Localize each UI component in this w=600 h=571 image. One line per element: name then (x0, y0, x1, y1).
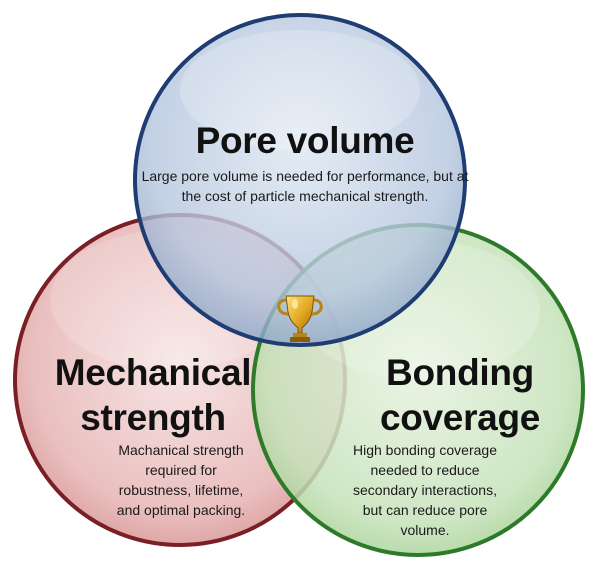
bonding-coverage-title-line: Bonding (386, 352, 534, 393)
description-line: required for (145, 462, 217, 478)
description-line: robustness, lifetime, (118, 482, 244, 498)
mechanical-strength-title-line: Mechanical (54, 352, 252, 393)
bonding-coverage-description: High bonding coverage needed to reduce s… (330, 440, 520, 540)
mechanical-strength-title-line: strength (80, 397, 226, 438)
mechanical-strength-title: Mechanical strength (28, 350, 278, 440)
mechanical-strength-description: Machanical strength required for robustn… (96, 440, 266, 520)
description-line: and optimal packing. (116, 502, 246, 518)
description-line: but can reduce pore (362, 502, 488, 518)
pore-volume-circle (133, 13, 467, 347)
description-line: needed to reduce (370, 462, 480, 478)
pore-volume-title: Pore volume (195, 120, 415, 161)
bonding-coverage-title: Bonding coverage (350, 350, 570, 440)
description-line: Machanical strength (118, 442, 244, 458)
description-line: High bonding coverage (353, 442, 497, 458)
bonding-coverage-title-line: coverage (379, 397, 541, 438)
description-line: volume. (400, 522, 450, 538)
pore-volume-description: Large pore volume is needed for performa… (141, 168, 469, 204)
trophy-icon (277, 295, 323, 342)
description-line: secondary interactions, (353, 482, 497, 498)
